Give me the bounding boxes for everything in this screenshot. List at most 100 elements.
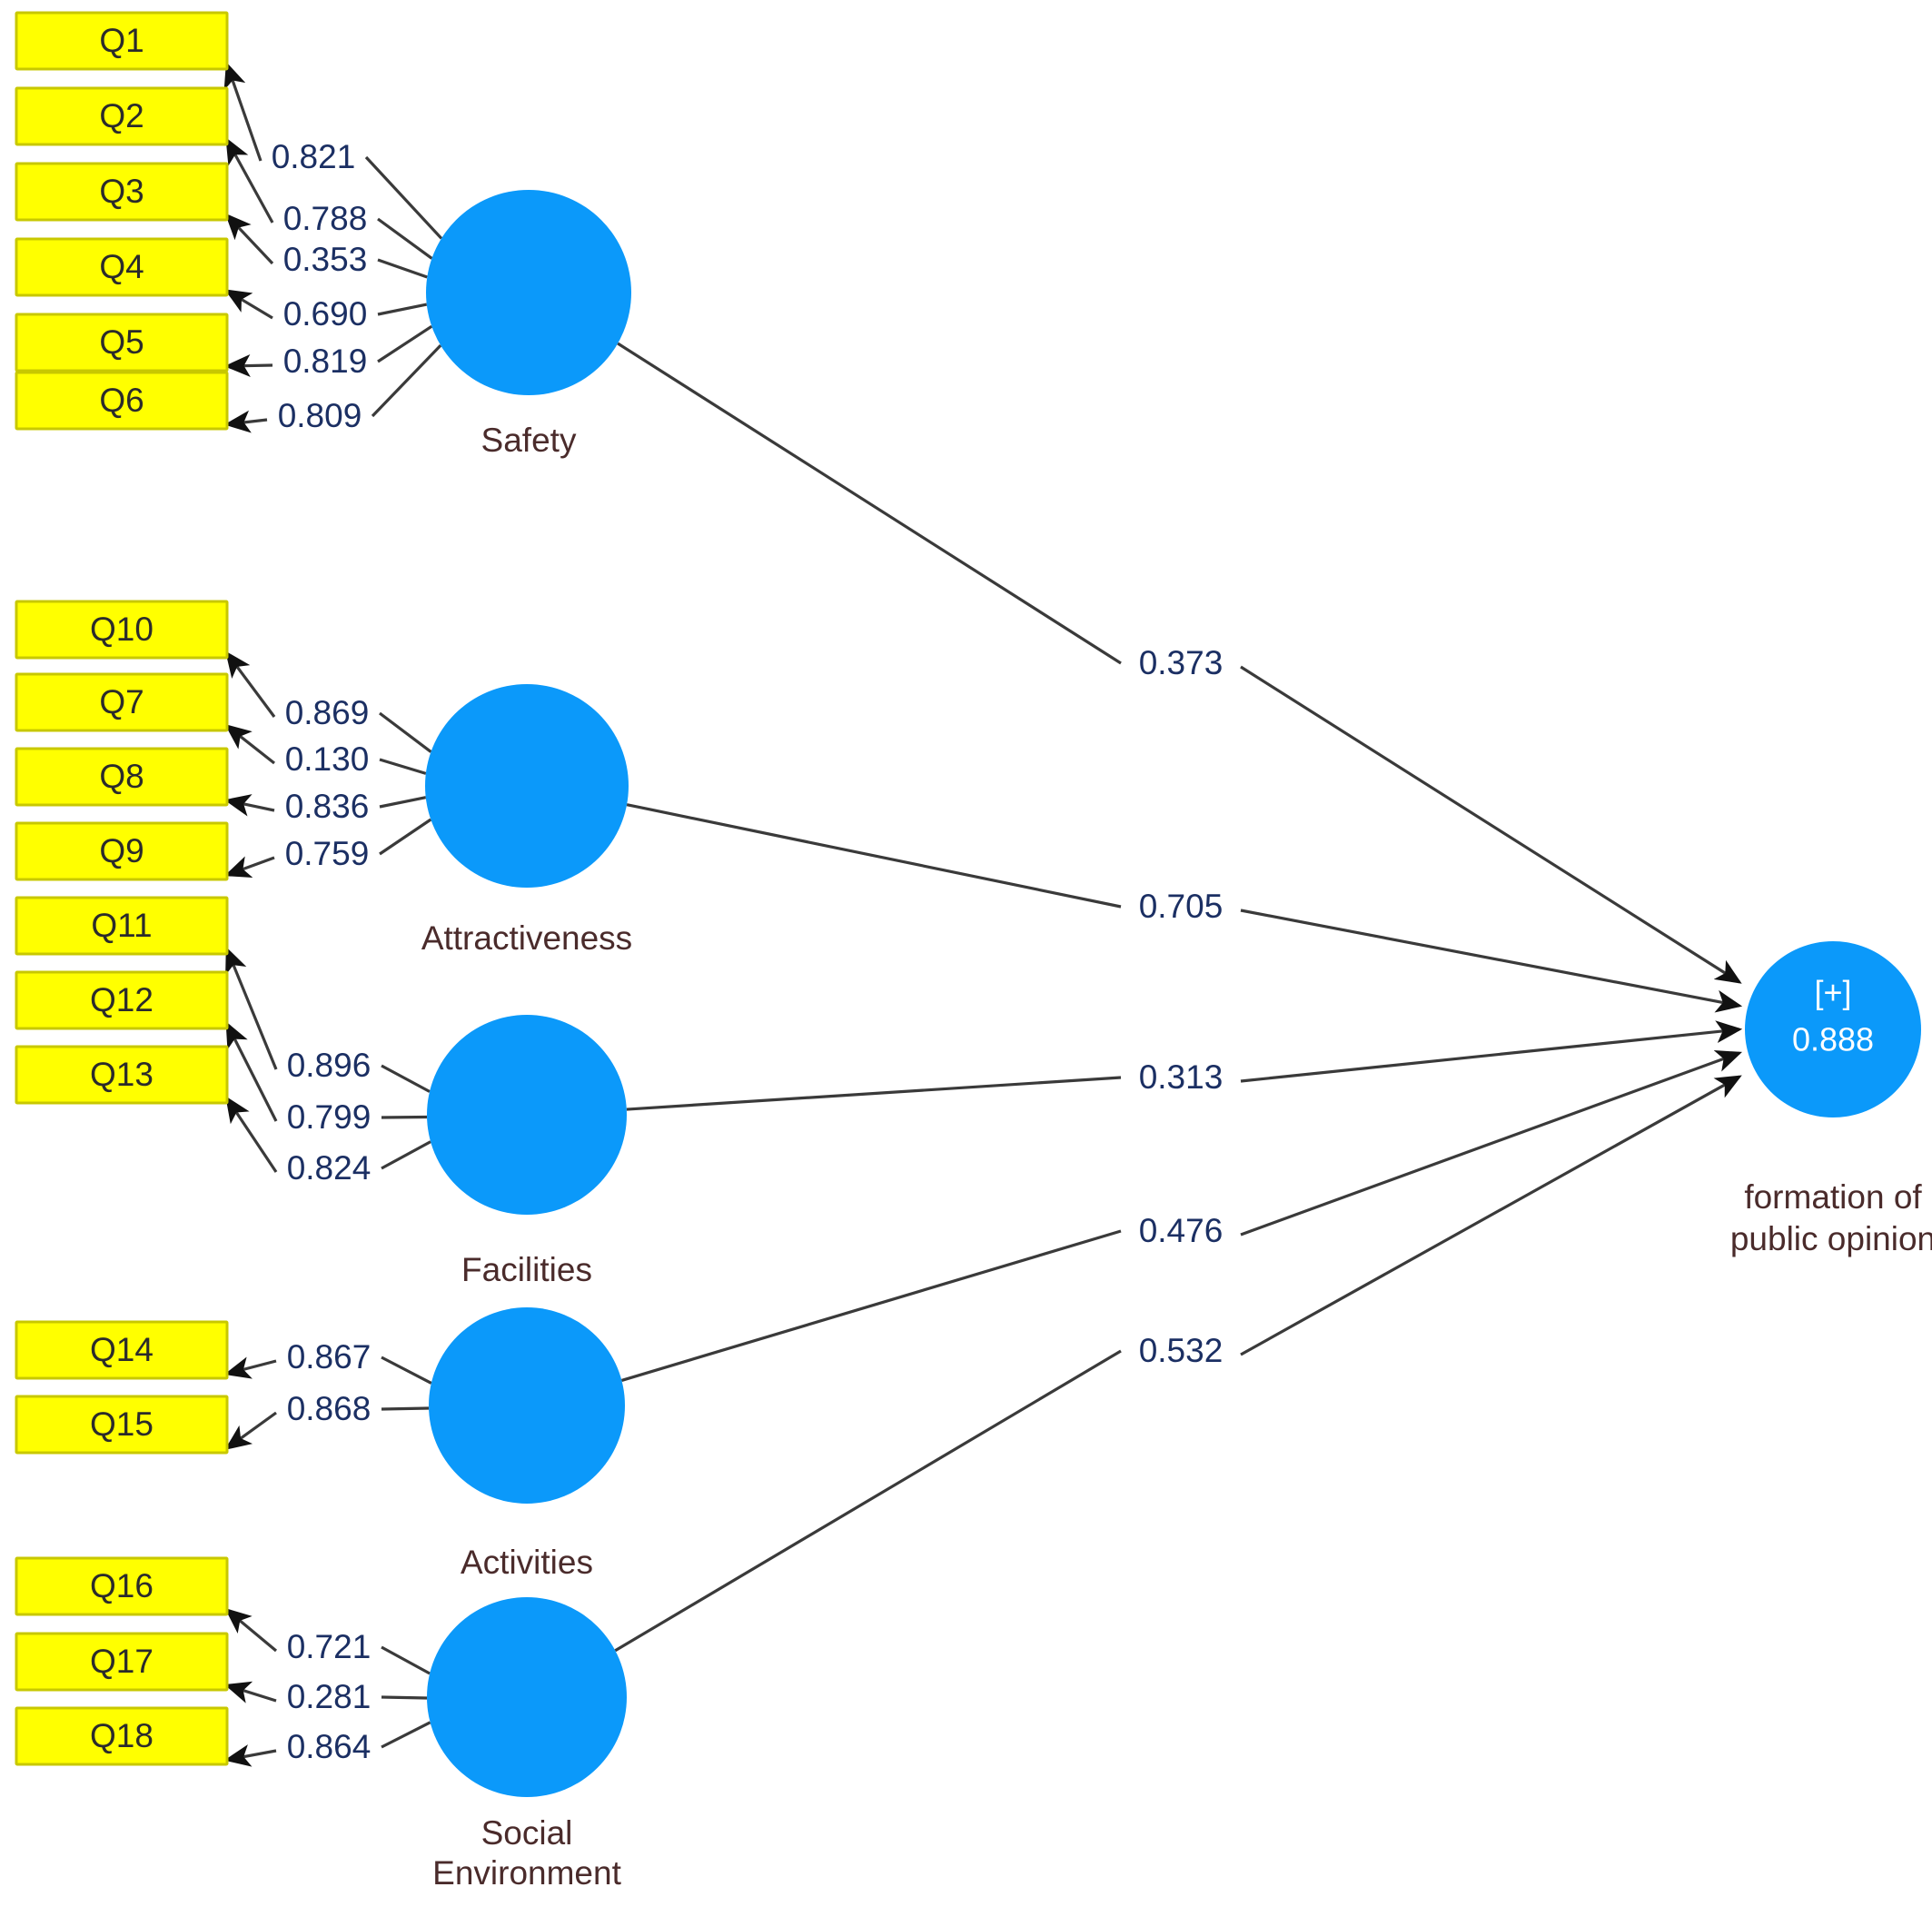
loading-edge-left-Q12 xyxy=(225,1021,278,1122)
indicator-rect-Q8[interactable] xyxy=(15,747,229,807)
loading-value-safety-Q2: 0.788 xyxy=(283,200,368,237)
indicator-rect-Q10[interactable] xyxy=(15,600,229,660)
indicator-box[interactable]: Q2 xyxy=(15,86,229,146)
indicator-label-Q8: Q8 xyxy=(99,758,144,795)
indicator-box[interactable]: Q9 xyxy=(15,821,229,881)
path-edge-in-attractiveness xyxy=(626,803,1122,909)
construct-circle-attractiveness[interactable] xyxy=(425,684,629,888)
indicator-rect-Q14[interactable] xyxy=(15,1320,229,1380)
loading-value-facilities-Q13: 0.824 xyxy=(287,1149,372,1187)
loading-value-social-Q18: 0.864 xyxy=(287,1728,372,1765)
indicator-box[interactable]: Q18 xyxy=(15,1706,229,1766)
indicator-box[interactable]: Q1 xyxy=(15,11,229,71)
loading-edge-left-Q7 xyxy=(224,724,275,765)
indicator-box[interactable]: Q16 xyxy=(15,1556,229,1616)
indicator-box[interactable]: Q3 xyxy=(15,162,229,222)
indicator-box[interactable]: Q4 xyxy=(15,237,229,297)
indicator-box[interactable]: Q5 xyxy=(15,313,229,372)
indicator-rect-Q16[interactable] xyxy=(15,1556,229,1616)
indicator-label-Q5: Q5 xyxy=(99,323,144,361)
loading-value-social-Q16: 0.721 xyxy=(287,1628,372,1665)
indicator-label-Q11: Q11 xyxy=(91,907,152,944)
indicator-rect-Q18[interactable] xyxy=(15,1706,229,1766)
path-coefficient-attractiveness-to-formation: 0.705 xyxy=(1139,888,1224,925)
loading-value-activities-Q14: 0.867 xyxy=(287,1338,372,1376)
indicator-box[interactable]: Q7 xyxy=(15,672,229,732)
loading-edge-right-Q10 xyxy=(379,711,432,753)
indicator-box[interactable]: Q15 xyxy=(15,1395,229,1455)
construct-activities[interactable] xyxy=(429,1307,625,1504)
indicator-rect-Q17[interactable] xyxy=(15,1632,229,1692)
indicator-rect-Q9[interactable] xyxy=(15,821,229,881)
indicator-box[interactable]: Q8 xyxy=(15,747,229,807)
construct-label-safety: Safety xyxy=(481,422,577,459)
indicator-rect-Q2[interactable] xyxy=(15,86,229,146)
indicator-rect-Q3[interactable] xyxy=(15,162,229,222)
loading-edge-right-Q8 xyxy=(379,796,427,809)
indicator-rect-Q12[interactable] xyxy=(15,970,229,1030)
indicator-label-Q6: Q6 xyxy=(99,382,144,419)
indicator-label-Q7: Q7 xyxy=(99,683,144,720)
indicator-label-Q12: Q12 xyxy=(90,981,154,1018)
indicator-boxes-layer: Q1Q2Q3Q4Q5Q6Q10Q7Q8Q9Q11Q12Q13Q14Q15Q16Q… xyxy=(15,11,229,1766)
path-edge-out-activities xyxy=(1240,1050,1743,1237)
construct-circle-formation[interactable] xyxy=(1745,941,1921,1117)
indicator-label-Q4: Q4 xyxy=(99,248,144,285)
loading-edge-right-Q9 xyxy=(379,818,432,856)
edges-layer xyxy=(223,62,1743,1767)
loading-edge-right-Q18 xyxy=(381,1721,431,1749)
indicator-rect-Q5[interactable] xyxy=(15,313,229,372)
path-edge-in-safety xyxy=(617,342,1122,665)
loading-value-attractiveness-Q7: 0.130 xyxy=(285,740,370,778)
indicator-label-Q15: Q15 xyxy=(90,1405,154,1443)
loading-value-attractiveness-Q8: 0.836 xyxy=(285,788,370,825)
construct-safety[interactable] xyxy=(426,190,631,395)
indicator-box[interactable]: Q6 xyxy=(15,371,229,431)
path-edge-in-facilities xyxy=(626,1076,1122,1111)
indicator-box[interactable]: Q12 xyxy=(15,970,229,1030)
loading-edge-right-Q15 xyxy=(381,1406,430,1411)
path-coefficient-facilities-to-formation: 0.313 xyxy=(1139,1058,1224,1096)
construct-label-activities: Activities xyxy=(461,1544,593,1581)
construct-label-attractiveness: Attractiveness xyxy=(421,919,632,957)
path-edge-in-social xyxy=(614,1349,1122,1653)
indicator-rect-Q13[interactable] xyxy=(15,1045,229,1105)
construct-facilities[interactable] xyxy=(427,1015,627,1215)
loading-edge-right-Q13 xyxy=(381,1140,431,1170)
indicator-rect-Q11[interactable] xyxy=(15,896,229,956)
indicator-label-Q13: Q13 xyxy=(90,1056,154,1093)
loading-edge-left-Q17 xyxy=(223,1681,277,1703)
indicator-box[interactable]: Q17 xyxy=(15,1632,229,1692)
indicator-rect-Q4[interactable] xyxy=(15,237,229,297)
loading-edge-left-Q9 xyxy=(223,856,275,878)
loading-value-attractiveness-Q9: 0.759 xyxy=(285,835,370,872)
indicator-box[interactable]: Q13 xyxy=(15,1045,229,1105)
loading-edge-right-Q14 xyxy=(381,1356,432,1385)
loading-edge-right-Q7 xyxy=(379,758,427,775)
loading-edge-left-Q6 xyxy=(223,410,268,433)
loading-edge-right-Q6 xyxy=(371,344,442,418)
construct-circle-safety[interactable] xyxy=(426,190,631,395)
loading-edge-left-Q11 xyxy=(225,947,278,1070)
indicator-box[interactable]: Q14 xyxy=(15,1320,229,1380)
path-edge-out-safety xyxy=(1240,665,1742,984)
construct-circle-activities[interactable] xyxy=(429,1307,625,1504)
construct-circle-facilities[interactable] xyxy=(427,1015,627,1215)
indicator-box[interactable]: Q10 xyxy=(15,600,229,660)
path-edge-out-facilities xyxy=(1240,1020,1743,1083)
indicator-rect-Q1[interactable] xyxy=(15,11,229,71)
indicator-label-Q10: Q10 xyxy=(90,611,154,648)
construct-label-social: Social xyxy=(481,1814,573,1852)
indicator-rect-Q6[interactable] xyxy=(15,371,229,431)
indicator-rect-Q15[interactable] xyxy=(15,1395,229,1455)
construct-formation[interactable]: [+]0.888 xyxy=(1745,941,1921,1117)
indicator-rect-Q7[interactable] xyxy=(15,672,229,732)
indicator-box[interactable]: Q11 xyxy=(15,896,229,956)
construct-circle-social[interactable] xyxy=(427,1597,627,1797)
loading-edge-left-Q15 xyxy=(224,1411,277,1450)
indicator-label-Q9: Q9 xyxy=(99,832,144,869)
construct-social[interactable] xyxy=(427,1597,627,1797)
construct-attractiveness[interactable] xyxy=(425,684,629,888)
labels-layer: SafetyAttractivenessFacilitiesActivities… xyxy=(272,138,1932,1892)
